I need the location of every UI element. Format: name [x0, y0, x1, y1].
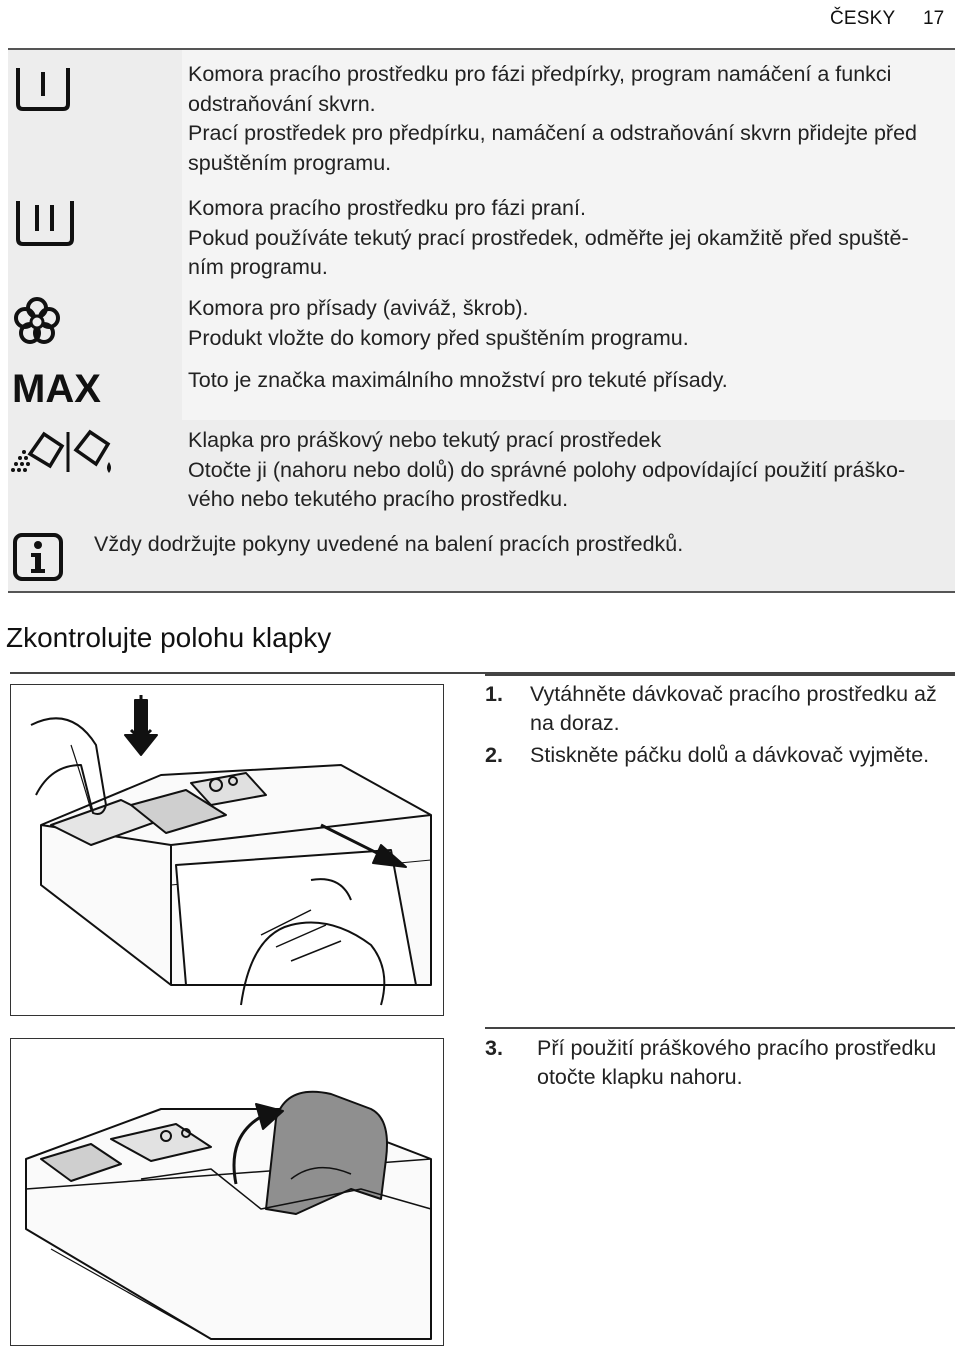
section-title: Zkontrolujte polohu klapky [6, 622, 332, 653]
description-column [182, 50, 955, 420]
table-row: Klapka pro práškový nebo tekutý prací pr… [8, 426, 955, 520]
row-text: Toto je značka maximálního množství pro … [188, 368, 728, 392]
additive-flower-icon [12, 296, 62, 351]
language-label: ČESKY [830, 8, 896, 29]
main-wash-compartment-icon [14, 197, 76, 252]
row-text: Komora pro přísady (aviváž, škrob). Prod… [188, 296, 689, 350]
step-text: Stiskněte páčku dolů a dávkovač vyjměte. [530, 743, 930, 767]
step-number: 3. [485, 1036, 503, 1060]
svg-text:MAX: MAX [12, 368, 101, 406]
table-row: Komora pracího prostředku pro fázi předp… [8, 60, 955, 188]
row-text: Komora pracího prostředku pro fázi předp… [188, 62, 917, 175]
step-3-rule [485, 1027, 955, 1029]
row-text: Komora pracího prostředku pro fázi praní… [188, 196, 909, 279]
table-row: MAX Toto je značka maximálního množství … [8, 366, 955, 411]
row-text: Klapka pro práškový nebo tekutý prací pr… [188, 428, 906, 511]
symbol-table: Komora pracího prostředku pro fázi předp… [8, 48, 955, 593]
section-rule [10, 672, 955, 674]
info-icon [12, 532, 64, 587]
note-text: Vždy dodržujte pokyny uvedené na balení … [94, 532, 684, 556]
steps-rule [485, 674, 955, 676]
symbol-column [8, 50, 180, 420]
dispenser-pull-out-illustration [30, 695, 432, 1006]
step-number: 2. [485, 743, 503, 767]
step-2: 2. Stiskněte páčku dolů a dávkovač vyjmě… [485, 741, 955, 771]
table-row: Komora pracího prostředku pro fázi praní… [8, 194, 955, 288]
step-3: 3. Pří použití práškového pracího prostř… [485, 1034, 955, 1094]
figure-rotate-flap-up [10, 1038, 444, 1346]
page-number: 17 [923, 8, 945, 29]
step-1: 1. Vytáhněte dávkovač pracího prostředku… [485, 680, 955, 740]
step-number: 1. [485, 682, 503, 706]
table-row: Komora pro přísady (aviváž, škrob). Prod… [8, 294, 955, 358]
prewash-compartment-icon [14, 64, 72, 117]
step-text: Pří použití práškového pracího prostředk… [537, 1036, 937, 1089]
note-row [8, 528, 955, 584]
powder-liquid-flap-icon [10, 426, 118, 481]
figure-pull-out-dispenser [10, 684, 444, 1016]
step-text: Vytáhněte dávkovač pracího prostředku až… [530, 682, 937, 735]
flap-rotation-illustration [25, 1090, 432, 1340]
max-mark-icon: MAX [12, 367, 122, 411]
